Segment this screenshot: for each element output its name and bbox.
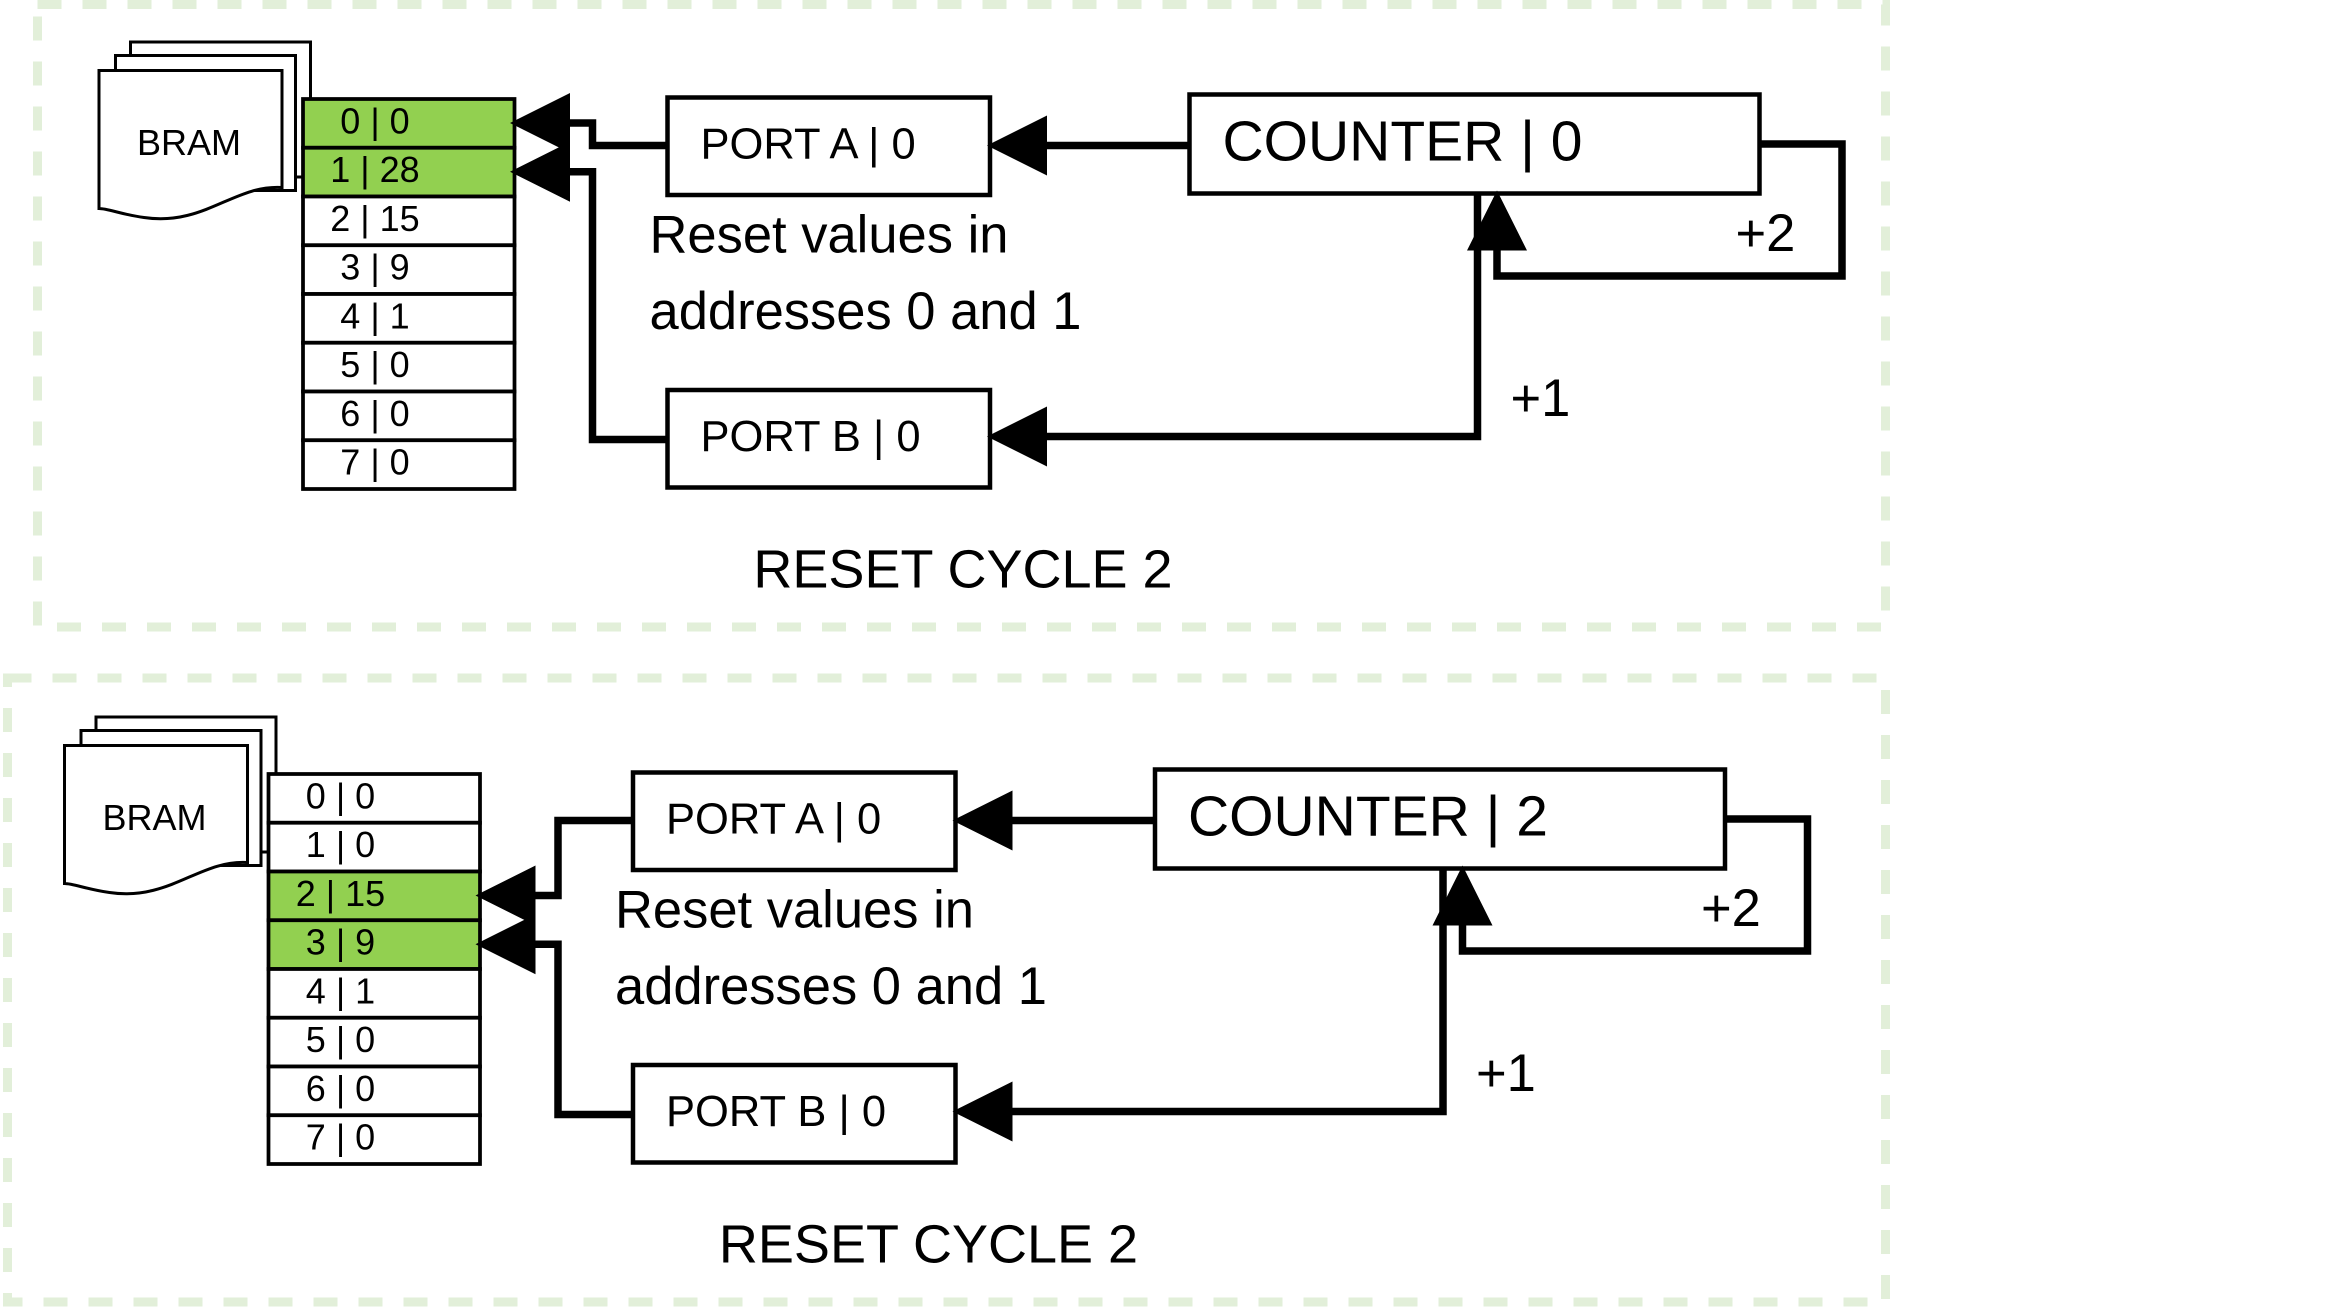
bram-row-label: 7 | 0 [340, 442, 409, 483]
increment-one-label: +1 [1511, 369, 1571, 428]
bram-row-label: 6 | 0 [306, 1068, 375, 1109]
bram-label: BRAM [137, 122, 241, 163]
reset-note-line-2: addresses 0 and 1 [650, 282, 1082, 341]
bram-row-label: 1 | 0 [306, 824, 375, 865]
bram-row [266, 772, 482, 825]
port-a-label: PORT A | 0 [666, 795, 881, 843]
reset-note-line-1: Reset values in [615, 880, 974, 939]
bram-row-label: 7 | 0 [306, 1117, 375, 1158]
counter-to-port-b-arrow [952, 870, 1447, 1142]
port-a-label: PORT A | 0 [701, 120, 916, 168]
bram-row [301, 243, 517, 296]
panel-frame [3, 673, 1890, 1307]
port-b-label: PORT B | 0 [701, 413, 921, 461]
bram-row [301, 97, 517, 150]
counter-label: COUNTER | 2 [1188, 785, 1548, 849]
bram-document-icon [97, 40, 312, 221]
reset-note-line-2: addresses 0 and 1 [615, 957, 1047, 1016]
bram-row-label: 4 | 1 [306, 970, 375, 1011]
counter-feedback-arrow [1467, 140, 1846, 280]
port-b-label: PORT B | 0 [666, 1088, 886, 1136]
counter-box [1152, 767, 1728, 871]
panel-1: BRAM 0 | 0 1 | 28 2 | 15 3 | 9 4 | 1 5 | 0 6 | … [33, 0, 1890, 632]
bram-row-label: 2 | 15 [296, 873, 385, 914]
bram-document-icon [63, 715, 278, 896]
bram-row-label: 4 | 1 [340, 295, 409, 336]
bram-page-front [97, 69, 284, 221]
port-b-box [665, 387, 993, 490]
panel-title: RESET CYCLE 2 [719, 1214, 1138, 1274]
panel-title: RESET CYCLE 2 [753, 539, 1172, 599]
counter-to-port-b-arrow [987, 195, 1482, 467]
port-b-to-bram-arrow [510, 141, 668, 444]
bram-row [301, 389, 517, 443]
bram-row [301, 438, 517, 491]
bram-row-label: 0 | 0 [340, 100, 409, 141]
bram-row-label: 0 | 0 [306, 775, 375, 816]
bram-row [266, 1064, 482, 1118]
counter-feedback-arrow [1432, 815, 1812, 955]
bram-page-front [63, 744, 249, 896]
bram-label: BRAM [102, 797, 206, 838]
counter-label: COUNTER | 0 [1223, 110, 1583, 174]
port-a-box [665, 95, 993, 198]
port-b-box [630, 1062, 958, 1165]
reset-note-line-1: Reset values in [650, 205, 1009, 264]
bram-row-label: 5 | 0 [306, 1019, 375, 1060]
panel-2: BRAM 0 | 0 1 | 0 2 | 15 3 | 9 4 | 1 5 | 0 6 | 0… [3, 673, 1890, 1307]
port-a-to-bram-arrow [475, 816, 633, 926]
panel-frame [33, 0, 1890, 632]
bram-row-label: 3 | 9 [340, 247, 409, 288]
bram-row-label: 5 | 0 [340, 344, 409, 385]
increment-one-label: +1 [1476, 1044, 1536, 1103]
bram-row-label: 3 | 9 [306, 922, 375, 963]
bram-row [301, 145, 517, 199]
bram-row-label: 6 | 0 [340, 393, 409, 434]
port-a-to-bram-arrow [510, 93, 668, 153]
port-b-to-bram-arrow [475, 914, 633, 1119]
bram-row [266, 1113, 482, 1166]
increment-two-label: +2 [1736, 204, 1796, 263]
bram-row-label: 2 | 15 [330, 198, 419, 239]
increment-two-label: +2 [1701, 879, 1761, 938]
bram-row-label: 1 | 28 [330, 149, 419, 190]
